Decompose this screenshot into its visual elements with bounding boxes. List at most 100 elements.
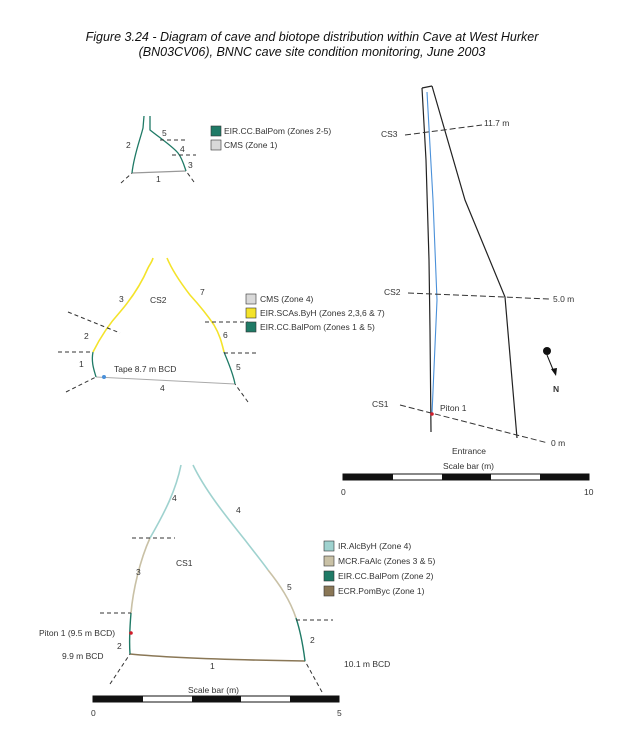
cs2-zone-label: 7 <box>200 287 205 297</box>
scale-segment <box>442 474 491 480</box>
cs2-dash <box>234 383 249 403</box>
cs1-zone-label: 3 <box>136 567 141 577</box>
cs1-zone-label: 2 <box>310 635 315 645</box>
legend-label: CMS (Zone 4) <box>260 294 314 304</box>
cs2-dash <box>65 376 97 393</box>
cs3-legend: EIR.CC.BalPom (Zones 2-5) CMS (Zone 1) <box>210 125 331 151</box>
caption-line-2: (BN03CV06), BNNC cave site condition mon… <box>138 45 486 59</box>
cs3-dash <box>185 170 195 183</box>
cs3-zone-label: 1 <box>156 174 161 184</box>
cs1-legend: IR.AlcByH (Zone 4) MCR.FaAlc (Zones 3 & … <box>323 540 435 597</box>
legend-swatch <box>323 585 335 597</box>
cs1-scale-bar: Scale bar (m) 0 5 <box>91 685 342 718</box>
cs2-zone-label: 6 <box>223 330 228 340</box>
legend-swatch <box>210 139 222 151</box>
cs2-zone-label: 1 <box>79 359 84 369</box>
cs3-dist: 11.7 m <box>484 118 509 128</box>
piton-marker <box>129 631 133 635</box>
cs1-right-wall-zone5 <box>267 569 297 619</box>
legend-swatch <box>245 307 257 319</box>
legend-label: EIR.CC.BalPom (Zones 2-5) <box>224 126 331 136</box>
cs1-zone-label: 4 <box>172 493 177 503</box>
cs3-zone-label: 5 <box>162 128 167 138</box>
tape-label: Tape 8.7 m BCD <box>114 364 176 374</box>
cs2-right-wall-green <box>223 351 236 385</box>
cs3-right-wall <box>149 116 187 172</box>
cs1-section-line <box>399 404 549 444</box>
legend-label: ECR.PomByc (Zone 1) <box>338 586 425 596</box>
cs2-left-wall-green <box>91 351 97 378</box>
north-arrow-icon <box>543 347 557 376</box>
legend-label: EIR.SCAs.ByH (Zones 2,3,6 & 7) <box>260 308 385 318</box>
legend-swatch <box>245 293 257 305</box>
cs1-dash <box>304 660 323 693</box>
cs1-dist: 0 m <box>551 438 565 448</box>
cs2-right-wall-yellow <box>166 257 225 353</box>
cs2-floor <box>95 376 236 385</box>
north-label: N <box>553 384 559 394</box>
plan-survey-line <box>426 91 438 415</box>
scale-segment <box>290 696 339 702</box>
cs1-zone-label: 4 <box>236 505 241 515</box>
plan-view: CS3 11.7 m CS2 5.0 m CS1 0 m Piton 1 Ent… <box>372 85 574 456</box>
scale-segment <box>192 696 241 702</box>
cs3-zone-label: 2 <box>126 140 131 150</box>
plan-right-wall <box>431 85 518 439</box>
cs1-right-wall-zone2 <box>295 617 306 662</box>
legend-swatch <box>210 125 222 137</box>
cs2-dash <box>67 311 121 334</box>
cs2-zone-label: 3 <box>119 294 124 304</box>
tape-marker <box>102 375 106 379</box>
cs2-cross-section: CS2 Tape 8.7 m BCD 3 7 2 6 1 5 4 <box>58 257 258 403</box>
piton-label: Piton 1 (9.5 m BCD) <box>39 628 115 638</box>
cs1-right-wall-zone4 <box>192 464 269 571</box>
legend-label: MCR.FaAlc (Zones 3 & 5) <box>338 556 435 566</box>
cs2-zone-label: 4 <box>160 383 165 393</box>
cs2-zone-label: 2 <box>84 331 89 341</box>
figure-caption: Figure 3.24 - Diagram of cave and biotop… <box>0 30 624 60</box>
plan-scale-title: Scale bar (m) <box>443 461 494 471</box>
legend-swatch <box>323 540 335 552</box>
cs3-dash <box>120 172 133 184</box>
plan-piton-marker <box>430 412 434 416</box>
cs1-title: CS1 <box>176 558 193 568</box>
cs1-zone-label: 5 <box>287 582 292 592</box>
cs1-zone-label: 1 <box>210 661 215 671</box>
cs2-label: CS2 <box>384 287 401 297</box>
cs3-zone-1-floor <box>131 170 187 174</box>
scale-segment <box>540 474 589 480</box>
cs2-title: CS2 <box>150 295 167 305</box>
scale-title: Scale bar (m) <box>188 685 239 695</box>
cs2-dist: 5.0 m <box>553 294 574 304</box>
cs2-left-wall-yellow <box>92 257 154 353</box>
cs3-left-wall <box>131 115 145 174</box>
legend-label: IR.AlcByH (Zone 4) <box>338 541 411 551</box>
legend-label: EIR.CC.BalPom (Zone 2) <box>338 571 434 581</box>
legend-swatch <box>323 570 335 582</box>
legend-swatch <box>245 321 257 333</box>
legend-label: EIR.CC.BalPom (Zones 1 & 5) <box>260 322 375 332</box>
cs1-floor <box>129 653 306 662</box>
cs1-cross-section: CS1 4 4 3 5 2 2 1 Piton 1 (9.5 m BCD) 9.… <box>39 464 390 693</box>
scale-segment <box>93 696 143 702</box>
scale-end: 5 <box>337 708 342 718</box>
plan-left-wall <box>421 87 432 433</box>
plan-scale-bar: Scale bar (m) 0 10 <box>341 461 594 497</box>
plan-scale-end: 10 <box>584 487 594 497</box>
plan-back-wall <box>421 85 433 89</box>
cs3-section-line <box>404 124 483 136</box>
cs1-label: CS1 <box>372 399 389 409</box>
cs2-section-line <box>407 292 551 300</box>
cs3-zone-label: 4 <box>180 144 185 154</box>
plan-piton-label: Piton 1 <box>440 403 467 413</box>
scale-segment <box>343 474 393 480</box>
caption-line-1: Figure 3.24 - Diagram of cave and biotop… <box>85 30 539 44</box>
plan-scale-start: 0 <box>341 487 346 497</box>
legend-swatch <box>323 555 335 567</box>
cs1-left-wall-zone4 <box>149 464 182 539</box>
entrance-label: Entrance <box>452 446 486 456</box>
scale-start: 0 <box>91 708 96 718</box>
cs1-zone-label: 2 <box>117 641 122 651</box>
right-depth-label: 10.1 m BCD <box>344 659 390 669</box>
